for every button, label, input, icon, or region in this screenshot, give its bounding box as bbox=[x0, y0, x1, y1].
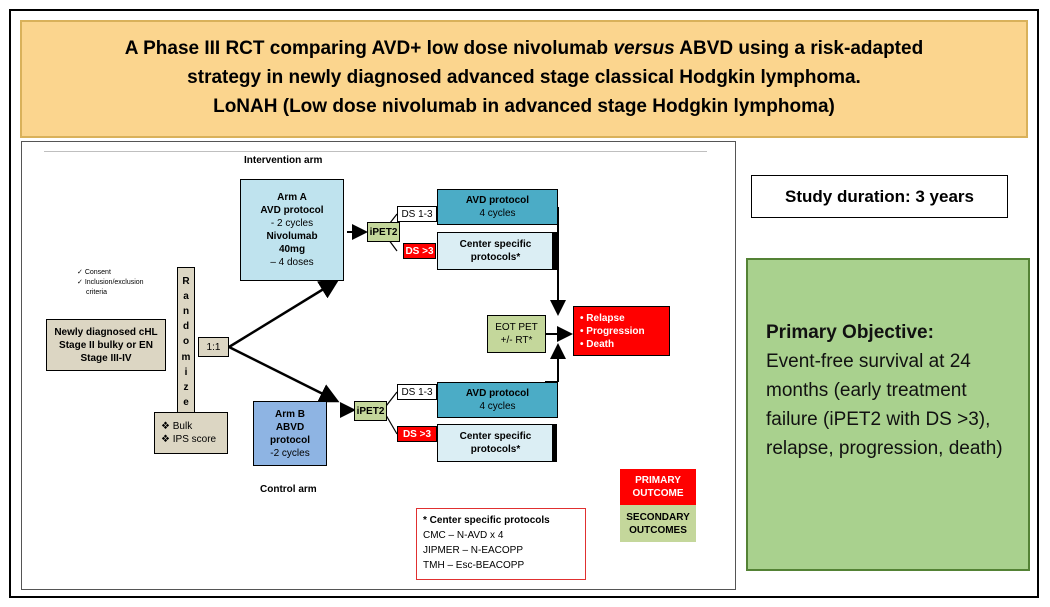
intervention-arm-label: Intervention arm bbox=[244, 155, 323, 166]
avd-line: AVD protocol bbox=[465, 388, 530, 399]
stratify-ips: ❖ IPS score bbox=[161, 434, 217, 445]
legend-line: OUTCOMES bbox=[629, 524, 687, 536]
check-consent: ✓ Consent bbox=[77, 269, 111, 276]
primary-outcome-legend: PRIMARY OUTCOME bbox=[620, 469, 696, 505]
ds-low-box-b: DS 1-3 bbox=[397, 384, 437, 400]
legend-line: OUTCOME bbox=[632, 488, 684, 499]
patient-line-1: Newly diagnosed cHL bbox=[54, 326, 158, 338]
ipet2-box-arm-b: iPET2 bbox=[354, 401, 387, 421]
center-line: Center specific bbox=[459, 239, 532, 250]
legend-line: SECONDARY bbox=[626, 511, 690, 523]
objective-text: Event-free survival at 24 months (early … bbox=[766, 351, 1003, 459]
study-flow-diagram: Intervention arm Control arm ✓ Consent ✓… bbox=[21, 141, 736, 590]
ds-high-box-a: DS >3 bbox=[403, 243, 436, 259]
eot-line: EOT PET bbox=[495, 322, 538, 333]
footnote-box: * Center specific protocols CMC – N-AVD … bbox=[416, 508, 586, 580]
study-duration-box: Study duration: 3 years bbox=[751, 175, 1008, 218]
eot-line: +/- RT* bbox=[500, 335, 533, 346]
arm-b-line: -2 cycles bbox=[270, 447, 310, 459]
arm-b-line: protocol bbox=[270, 434, 310, 446]
control-arm-label: Control arm bbox=[260, 484, 317, 495]
footnote-header: * Center specific protocols bbox=[423, 515, 550, 526]
center-line: Center specific bbox=[459, 431, 532, 442]
randomize-letter: z bbox=[183, 381, 189, 393]
title-line-1: A Phase III RCT comparing AVD+ low dose … bbox=[124, 38, 924, 59]
center-specific-box-b: Center specific protocols* bbox=[437, 424, 554, 462]
stratify-bulk: ❖ Bulk bbox=[161, 421, 193, 432]
arm-a-line: AVD protocol bbox=[260, 205, 324, 216]
avd-protocol-box-a: AVD protocol 4 cycles bbox=[437, 189, 558, 225]
randomize-letter: R bbox=[182, 276, 190, 288]
check-criteria: criteria bbox=[86, 289, 108, 296]
ratio-box: 1:1 bbox=[198, 337, 229, 357]
avd-line: 4 cycles bbox=[479, 401, 516, 412]
center-line: protocols* bbox=[470, 444, 521, 455]
check-inclusion: ✓ Inclusion/exclusion bbox=[77, 279, 144, 286]
outcome-progression: • Progression bbox=[580, 325, 645, 337]
secondary-outcomes-legend: SECONDARY OUTCOMES bbox=[620, 505, 696, 542]
arm-a-line: – 4 doses bbox=[270, 257, 314, 268]
top-rule bbox=[44, 151, 707, 152]
arm-a-line: 40mg bbox=[278, 244, 306, 255]
randomize-letter: a bbox=[183, 291, 189, 303]
center-specific-box-a: Center specific protocols* bbox=[437, 232, 554, 270]
randomize-letter: n bbox=[182, 306, 190, 318]
arm-a-line: Arm A bbox=[277, 192, 307, 203]
center-bar-a bbox=[552, 232, 557, 270]
title-line-3: LoNAH (Low dose nivolumab in advanced st… bbox=[213, 96, 835, 117]
outcome-death: • Death bbox=[580, 338, 615, 350]
arm-b-line: Arm B bbox=[274, 408, 305, 420]
avd-protocol-box-b: AVD protocol 4 cycles bbox=[437, 382, 558, 418]
patient-population-box: Newly diagnosed cHL Stage II bulky or EN… bbox=[46, 319, 166, 371]
title-banner: A Phase III RCT comparing AVD+ low dose … bbox=[20, 20, 1028, 138]
eligibility-checklist: ✓ Consent ✓ Inclusion/exclusion criteria bbox=[77, 268, 144, 298]
arm-a-line: - 2 cycles bbox=[270, 218, 314, 229]
center-bar-b bbox=[552, 424, 557, 462]
outcome-relapse: • Relapse bbox=[580, 312, 625, 324]
legend-line: PRIMARY bbox=[635, 475, 681, 486]
outer-frame bbox=[9, 9, 1039, 598]
primary-objective-box: Primary Objective: Event-free survival a… bbox=[746, 258, 1030, 571]
ds-high-box-b: DS >3 bbox=[397, 426, 437, 442]
patient-line-2: Stage II bulky or EN bbox=[59, 339, 153, 351]
ds-low-box-a: DS 1-3 bbox=[397, 206, 437, 222]
randomize-letter: i bbox=[184, 366, 188, 378]
randomize-letter: d bbox=[182, 321, 190, 333]
avd-line: AVD protocol bbox=[465, 195, 530, 206]
objective-heading: Primary Objective: bbox=[766, 322, 934, 343]
footnote-line: JIPMER – N-EACOPP bbox=[423, 545, 524, 556]
footnote-line: CMC – N-AVD x 4 bbox=[423, 530, 504, 541]
arm-a-line: Nivolumab bbox=[266, 231, 318, 242]
randomize-letter: o bbox=[182, 336, 190, 348]
arm-b-box: Arm B ABVD protocol -2 cycles bbox=[253, 401, 327, 466]
randomize-letter: m bbox=[181, 351, 191, 363]
randomize-letter: e bbox=[183, 396, 189, 408]
arm-b-line: ABVD bbox=[275, 421, 305, 433]
center-line: protocols* bbox=[470, 252, 521, 263]
outcome-events-box: • Relapse • Progression • Death bbox=[573, 306, 670, 356]
footnote-line: TMH – Esc-BEACOPP bbox=[423, 560, 525, 571]
eot-pet-box: EOT PET +/- RT* bbox=[487, 315, 546, 353]
arm-a-box: Arm A AVD protocol - 2 cycles Nivolumab … bbox=[240, 179, 344, 281]
randomize-box: R a n d o m i z e bbox=[177, 267, 195, 417]
patient-line-3: Stage III-IV bbox=[80, 352, 132, 364]
title-line-2: strategy in newly diagnosed advanced sta… bbox=[187, 67, 861, 88]
ipet2-box-arm-a: iPET2 bbox=[367, 222, 400, 242]
avd-line: 4 cycles bbox=[479, 208, 516, 219]
stratification-box: ❖ Bulk ❖ IPS score bbox=[154, 412, 228, 454]
